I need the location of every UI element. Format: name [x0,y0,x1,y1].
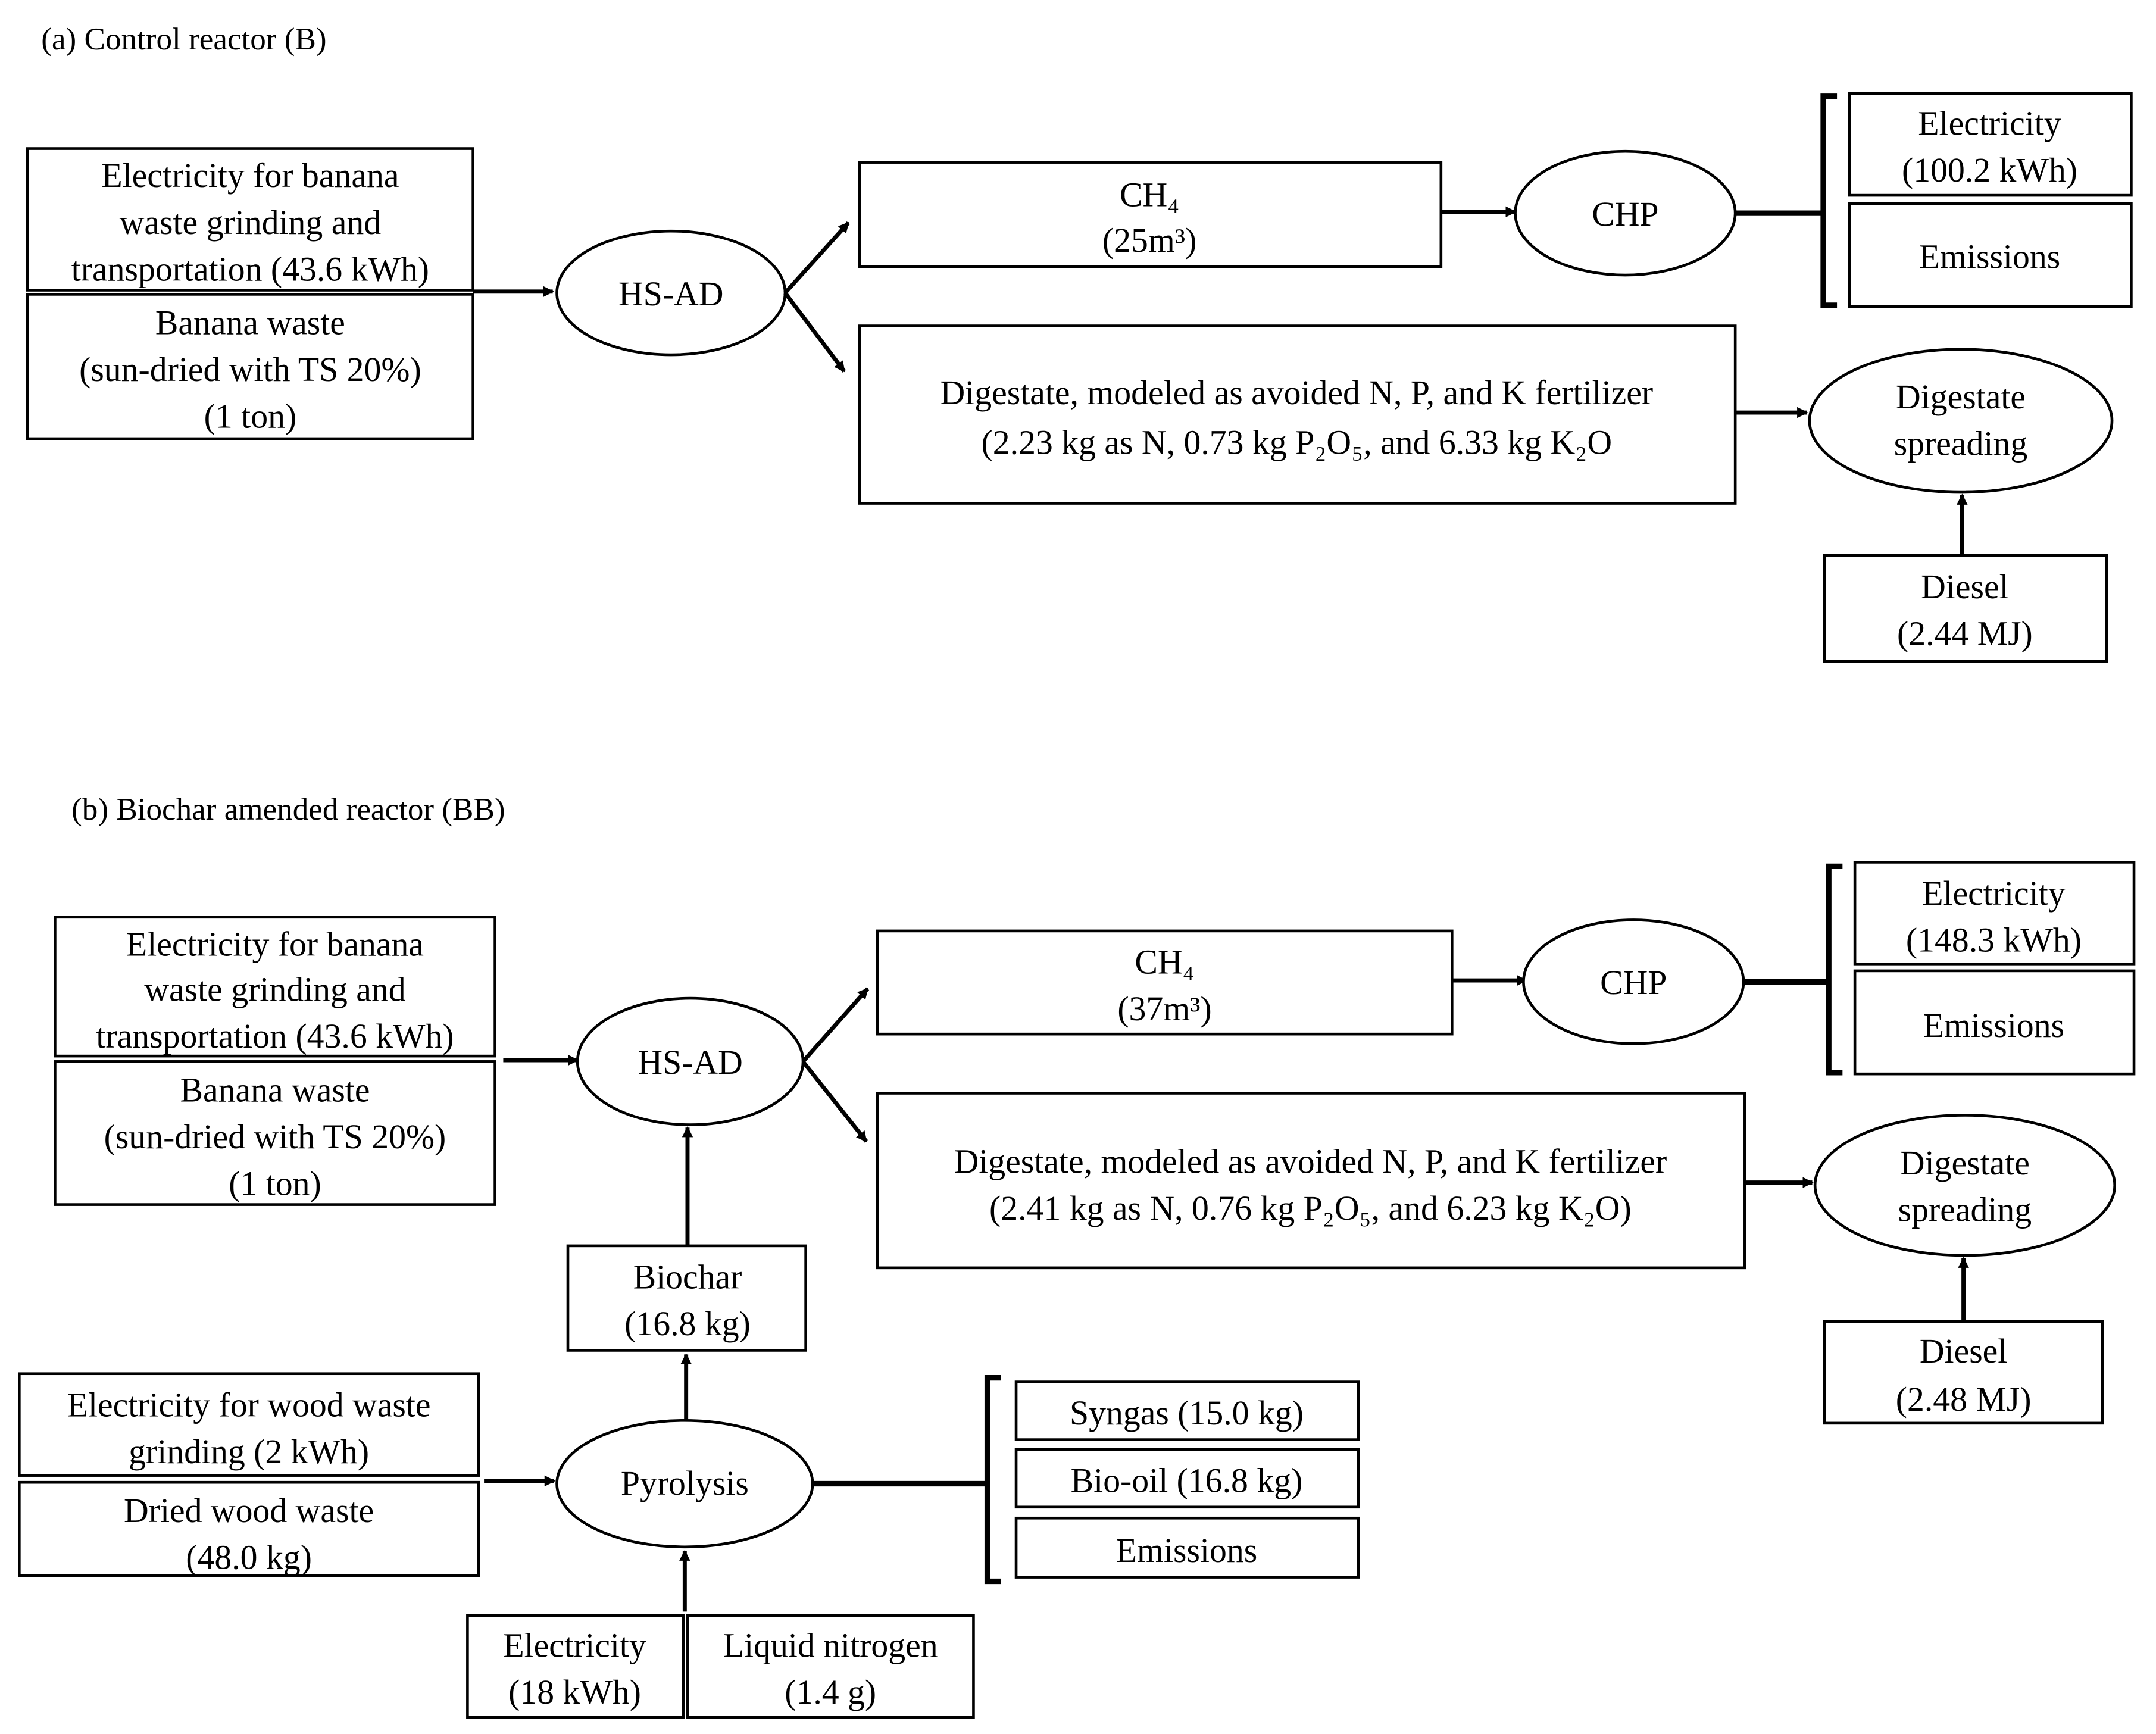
label: (18 kWh) [508,1674,641,1711]
banana-waste-box: Banana waste (sun-dried with TS 20%) (1 … [26,293,474,440]
electricity-output-box: Electricity (148.3 kWh) [1853,861,2136,966]
digestate-box: Digestate, modeled as avoided N, P, and … [876,1092,1746,1270]
label: (2.44 MJ) [1897,615,2033,652]
label: (48.0 kg) [186,1539,312,1577]
panel-b: (b) Biochar amended reactor (BB) Electri… [18,792,2136,1719]
syngas-box: Syngas (15.0 kg) [1014,1380,1360,1441]
label: HS-AD [638,1044,742,1082]
label: CH₄ [1135,944,1194,982]
label: CHP [1592,196,1658,233]
label: Dried wood waste [124,1492,374,1530]
label: (2.48 MJ) [1896,1381,2032,1419]
label: (100.2 kWh) [1902,152,2077,189]
label: (148.3 kWh) [1906,922,2082,960]
bracket [984,1375,1001,1585]
wood-electricity-box: Electricity for wood waste grinding (2 k… [18,1372,480,1477]
label: Pyrolysis [621,1465,749,1502]
hsad-node: HS-AD [576,996,805,1126]
label: HS-AD [618,276,723,313]
pyrolysis-emissions-box: Emissions [1014,1516,1360,1579]
label: spreading [1898,1191,2032,1229]
label: Digestate [1896,379,2026,416]
label: (2.41 kg as N, 0.76 kg P₂O₅, and 6.23 kg… [989,1190,1632,1227]
label: Bio-oil (16.8 kg) [1071,1462,1303,1499]
chp-node: CHP [1522,918,1745,1045]
panel-a-title: (a) Control reactor (B) [41,22,326,57]
label: CHP [1600,964,1667,1002]
label: Emissions [1923,1007,2064,1045]
diesel-box: Diesel (2.44 MJ) [1823,554,2108,663]
label: (sun-dried with TS 20%) [79,351,421,389]
label: Electricity [1922,875,2066,913]
arrow [801,1060,868,1143]
panel-a: (a) Control reactor (B) Electricity for … [26,22,2133,663]
label: Banana waste [155,304,345,342]
pyrolysis-electricity-box: Electricity (18 kWh) [466,1614,685,1719]
label: Electricity for banana [101,157,399,195]
bracket [1820,93,1838,308]
wood-waste-box: Dried wood waste (48.0 kg) [18,1480,480,1577]
label: Electricity [1918,105,2061,142]
label: transportation (43.6 kWh) [96,1018,454,1055]
arrow [801,987,870,1063]
label: (1 ton) [204,398,297,435]
diesel-box: Diesel (2.48 MJ) [1823,1320,2104,1425]
label: Digestate, modeled as avoided N, P, and … [940,374,1653,412]
label: Electricity [503,1627,646,1665]
label: CH₄ [1120,177,1179,214]
label: (1.4 g) [785,1674,876,1711]
label: Syngas (15.0 kg) [1070,1395,1304,1432]
label: Digestate, modeled as avoided N, P, and … [954,1143,1667,1180]
label: (1 ton) [229,1165,321,1202]
label: Digestate [1900,1145,2030,1182]
hsad-node: HS-AD [555,229,787,357]
label: Electricity for wood waste [67,1386,431,1424]
ch4-box: CH₄ (37m³) [876,929,1454,1036]
label: Electricity for banana [126,926,424,963]
liquid-nitrogen-box: Liquid nitrogen (1.4 g) [686,1614,975,1719]
label: Emissions [1116,1532,1257,1570]
biooil-box: Bio-oil (16.8 kg) [1014,1448,1360,1509]
label: (25m³) [1102,222,1196,260]
label: waste grinding and [144,971,405,1009]
emissions-box: Emissions [1848,202,2133,308]
panel-b-title: (b) Biochar amended reactor (BB) [71,792,505,827]
label: (2.23 kg as N, 0.73 kg P₂O₅, and 6.33 kg… [982,424,1612,461]
label: transportation (43.6 kWh) [71,251,429,288]
label: Emissions [1919,239,2060,276]
bracket [1826,863,1843,1076]
label: Diesel [1921,568,2009,606]
electricity-input-box: Electricity for banana waste grinding an… [26,147,474,292]
pyrolysis-node: Pyrolysis [555,1419,814,1549]
label: (sun-dried with TS 20%) [104,1118,446,1156]
arrow [783,221,850,295]
label: waste grinding and [120,204,381,242]
electricity-output-box: Electricity (100.2 kWh) [1848,92,2133,197]
banana-waste-box: Banana waste (sun-dried with TS 20%) (1 … [54,1060,496,1206]
label: Banana waste [180,1071,370,1109]
electricity-input-box: Electricity for banana waste grinding an… [54,916,496,1058]
emissions-box: Emissions [1853,969,2136,1076]
arrow [783,292,846,373]
digestate-box: Digestate, modeled as avoided N, P, and … [858,324,1737,505]
chp-node: CHP [1514,149,1737,277]
label: Liquid nitrogen [723,1627,938,1665]
ch4-box: CH₄ (25m³) [858,161,1443,268]
label: grinding (2 kWh) [129,1433,369,1471]
label: (16.8 kg) [624,1305,751,1343]
biochar-box: Biochar (16.8 kg) [566,1244,807,1352]
label: Biochar [633,1258,742,1296]
label: (37m³) [1117,991,1211,1028]
spreading-node: Digestate spreading [1808,348,2114,494]
label: spreading [1894,426,2027,463]
spreading-node: Digestate spreading [1813,1114,2117,1257]
label: Diesel [1920,1333,2008,1370]
